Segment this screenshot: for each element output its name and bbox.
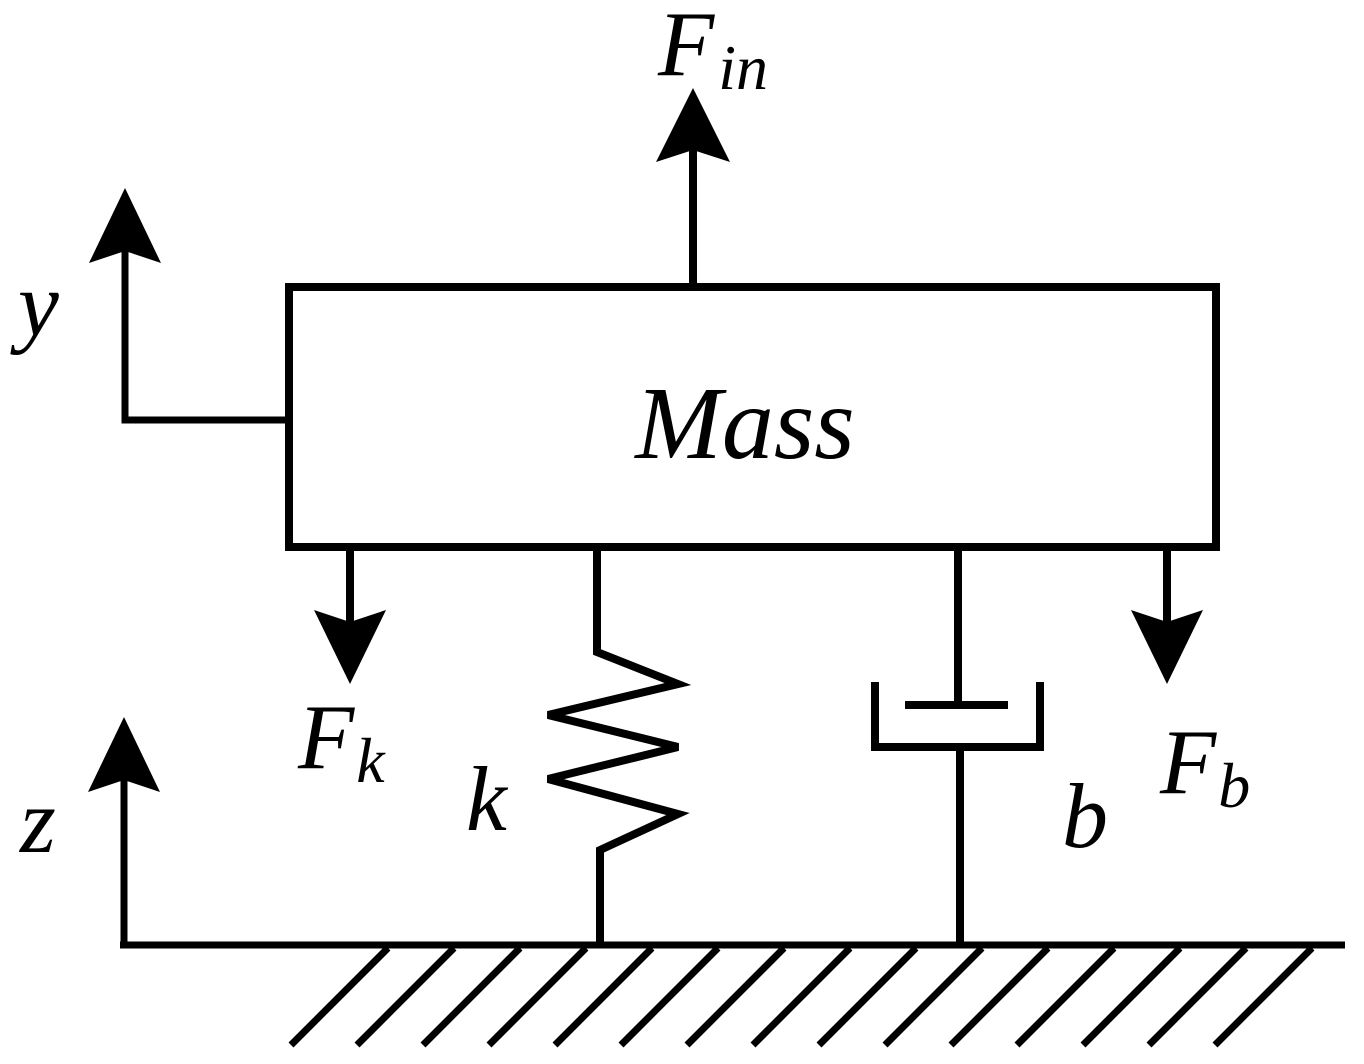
arrow-down-icon [314,610,386,684]
ground-hatch-line [618,945,721,1048]
arrow-down-icon [1131,610,1203,684]
ground-hatch-line [1080,945,1183,1048]
ground [120,941,1345,1048]
ground-hatch-line [288,945,391,1048]
ground-hatch-line [1014,945,1117,1048]
ground-hatch-line [1146,945,1249,1048]
ground-hatch-line [816,945,919,1048]
ground-hatch-line [354,945,457,1048]
ground-hatch-line [750,945,853,1048]
base-displacement-label: z [18,770,56,872]
damper-force-arrow [1131,547,1203,684]
ground-hatch-line [684,945,787,1048]
input-force-arrow [656,88,730,287]
damper [871,547,1044,945]
mass-displacement-label: y [10,253,59,355]
damper-force-label: Fb [1159,711,1250,821]
input-force-label: Fin [657,0,768,103]
mass-label: Mass [633,366,855,481]
damping-coefficient-label: b [1062,765,1108,867]
mass-block: Mass [285,283,1220,551]
ground-hatch-line [486,945,589,1048]
ground-hatch-line [420,945,523,1048]
mass-displacement-axis [89,188,289,424]
ground-hatch-line [1212,945,1315,1048]
ground-hatch-line [948,945,1051,1048]
arrow-up-icon [656,88,730,162]
ground-hatch-line [882,945,985,1048]
hatched-ground-icon [288,945,1315,1048]
spring-force-label: Fk [297,686,386,796]
spring-force-arrow [314,547,386,684]
arrow-up-icon [88,717,160,792]
arrow-up-icon [89,188,161,263]
spring [546,547,692,945]
base-displacement-axis [88,717,160,945]
ground-hatch-line [552,945,655,1048]
spring-constant-label: k [466,748,509,850]
